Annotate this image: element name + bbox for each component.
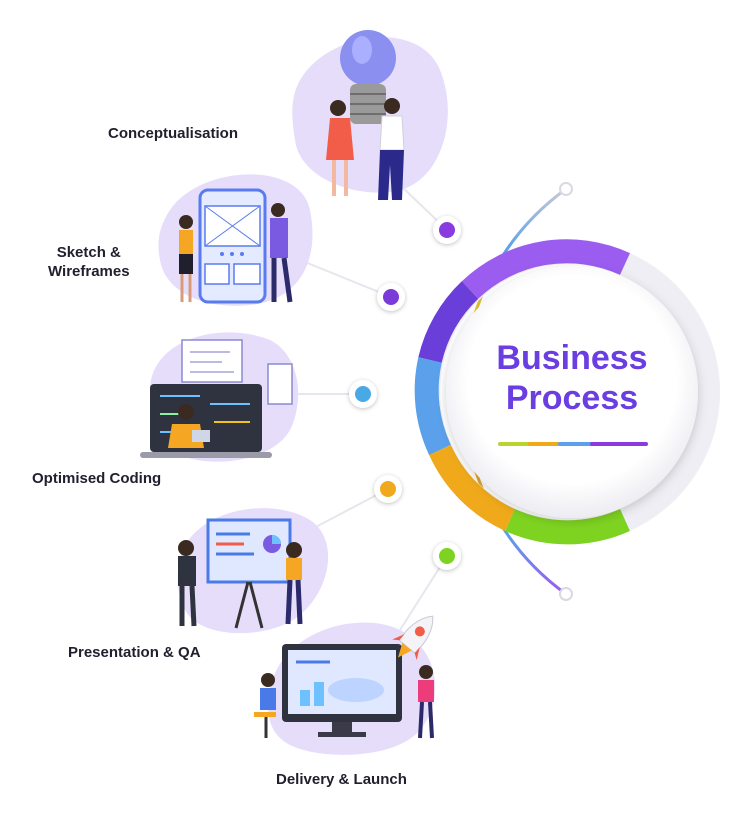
- arc-end-dot-top: [559, 182, 573, 196]
- coding-laptop-illustration: [140, 332, 299, 462]
- step-node-2: [377, 283, 405, 311]
- step-label-sketch-wireframes: Sketch & Wireframes: [48, 243, 130, 281]
- diagram-title-line-2: Process: [505, 379, 639, 417]
- step-label-optimised-coding: Optimised Coding: [32, 470, 162, 487]
- step-label-conceptualisation: Conceptualisation: [108, 125, 239, 142]
- diagram-title-line-1: Business: [496, 339, 648, 377]
- step-node-1: [433, 216, 461, 244]
- step-label-line-2: Wireframes: [48, 263, 130, 280]
- lightbulb-team-illustration: [292, 30, 448, 200]
- connector-lines: [290, 184, 448, 631]
- step-label-presentation-qa: Presentation & QA: [68, 644, 201, 661]
- arc-end-dot-bottom: [559, 587, 573, 601]
- step-label-delivery-launch: Delivery & Launch: [276, 771, 407, 788]
- wireframe-phone-illustration: [158, 174, 313, 306]
- presentation-board-illustration: [177, 508, 329, 634]
- step-node-4: [374, 475, 402, 503]
- step-node-5: [433, 542, 461, 570]
- rocket-launch-illustration: [254, 615, 436, 755]
- step-node-3: [349, 380, 377, 408]
- central-circle: [446, 266, 698, 518]
- step-label-line-1: Sketch &: [56, 244, 121, 261]
- central-ring: [414, 239, 720, 545]
